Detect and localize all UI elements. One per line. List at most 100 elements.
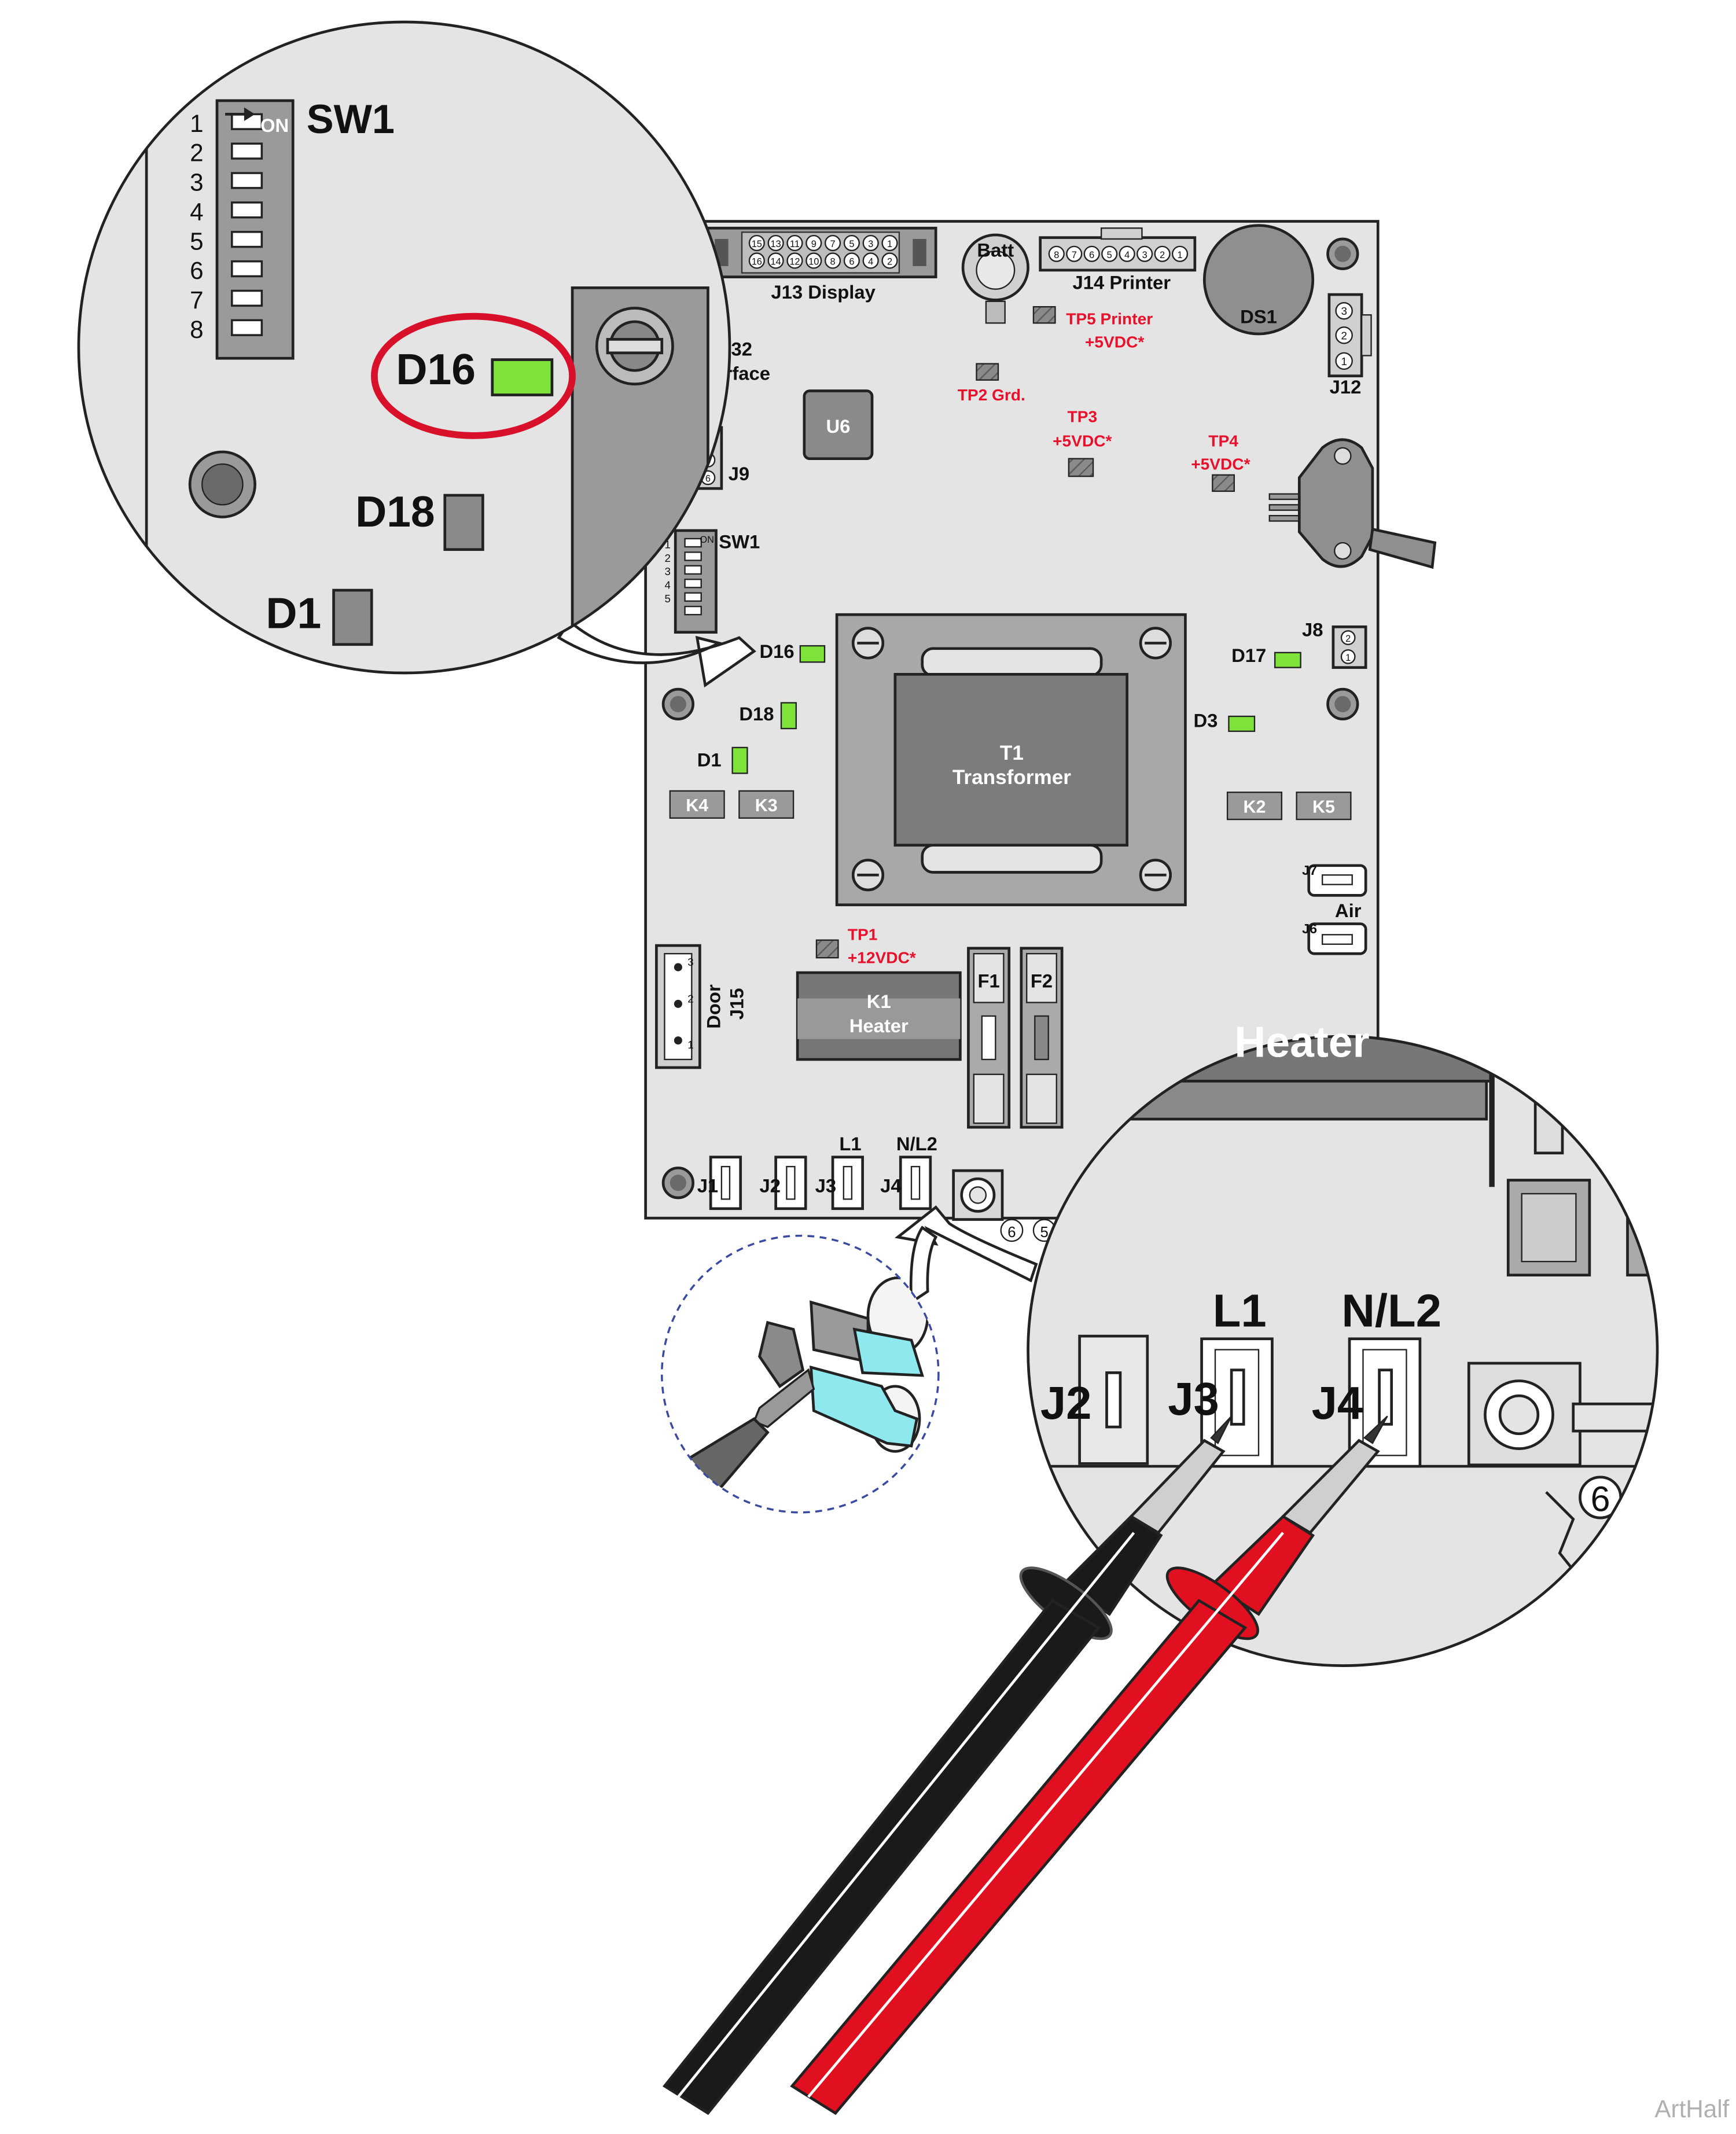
dip-switch-number: 4 bbox=[190, 198, 203, 225]
d16-label: D16 bbox=[760, 641, 795, 662]
sw1-dip-switch[interactable] bbox=[674, 529, 718, 634]
zoom-circle-sw1-d16 bbox=[77, 20, 731, 675]
sw1-position-3: 3 bbox=[664, 565, 670, 577]
sw1-position-4: 4 bbox=[664, 579, 670, 591]
dip-switch-toggle[interactable] bbox=[231, 201, 263, 219]
d18-led-zoomed bbox=[443, 494, 484, 551]
sw1-label: SW1 bbox=[719, 531, 760, 552]
tp5-test-point bbox=[1032, 306, 1056, 324]
j15-door-connector: 3 2 1 bbox=[655, 944, 701, 1069]
f1-label: F1 bbox=[977, 970, 999, 992]
ds1-buzzer-icon bbox=[1202, 224, 1315, 336]
t1-transformer bbox=[835, 613, 1187, 907]
battery-icon bbox=[961, 233, 1029, 324]
door-label: Door bbox=[703, 984, 724, 1029]
dip-switch-toggle[interactable] bbox=[231, 289, 263, 307]
tp3-voltage-label: +5VDC* bbox=[1053, 432, 1112, 450]
j14-pin-label: 5 bbox=[1107, 250, 1112, 260]
j8-connector: 2 1 bbox=[1332, 625, 1367, 669]
connector-pin-icon bbox=[1154, 245, 1171, 262]
connector-pin-icon bbox=[825, 252, 841, 269]
tp2-test-point bbox=[976, 363, 999, 381]
dip-switch-number: 3 bbox=[190, 169, 203, 196]
zoom-circle-j3-j4 bbox=[1027, 1035, 1659, 1667]
connector-pin-icon bbox=[786, 252, 803, 269]
dip-switch-toggle[interactable] bbox=[231, 319, 263, 336]
air-label: Air bbox=[1335, 900, 1362, 921]
d16-zoom-label: D16 bbox=[396, 345, 476, 393]
terminal-6-zoom-label: 6 bbox=[1591, 1479, 1610, 1518]
j15-pin-3: 3 bbox=[687, 956, 693, 968]
j12-label: J12 bbox=[1330, 376, 1362, 398]
j3-connector bbox=[831, 1156, 864, 1211]
dip-switch-toggle[interactable] bbox=[231, 172, 263, 189]
d18-label: D18 bbox=[739, 703, 774, 724]
dip-switch-toggle[interactable] bbox=[231, 142, 263, 160]
j2-connector-zoomed bbox=[1078, 1334, 1149, 1465]
j13-pin-label: 9 bbox=[811, 239, 816, 249]
tp1-test-point bbox=[815, 939, 839, 959]
j3-connector-zoomed bbox=[1200, 1337, 1274, 1468]
dip-switch-toggle[interactable] bbox=[231, 260, 263, 278]
d1-label: D1 bbox=[697, 749, 722, 771]
connector-pin-icon bbox=[862, 252, 879, 269]
k5-relay bbox=[1296, 792, 1352, 821]
sw1-on-label: ON bbox=[700, 535, 714, 545]
j13-pin-label: 7 bbox=[830, 239, 836, 249]
d1-zoom-label: D1 bbox=[266, 589, 321, 638]
terminal-detail-circle bbox=[660, 1234, 940, 1514]
zoom-pointer-arrow bbox=[557, 619, 756, 688]
pressure-sensor-icon bbox=[1268, 438, 1437, 569]
connector-pin-icon bbox=[806, 252, 822, 269]
d16-led bbox=[799, 645, 826, 663]
j13-display-label: J13 Display bbox=[771, 281, 876, 303]
f2-label: F2 bbox=[1031, 970, 1053, 992]
dip-switch-number: 8 bbox=[190, 316, 203, 343]
d1-led bbox=[731, 746, 748, 774]
dip-switch-number: 7 bbox=[190, 286, 203, 314]
j2-zoom-label: J2 bbox=[1040, 1377, 1092, 1429]
k2-label: K2 bbox=[1244, 797, 1266, 816]
sw1-position-5: 5 bbox=[664, 593, 670, 605]
tp3-label: TP3 bbox=[1068, 407, 1098, 425]
terminal-block bbox=[952, 1169, 1056, 1242]
k4-label: K4 bbox=[686, 796, 708, 815]
j14-pin-label: 2 bbox=[1160, 250, 1165, 260]
j13-pin-label: 11 bbox=[790, 239, 800, 249]
k1-label: K1 bbox=[867, 991, 891, 1012]
j13-pin-label: 2 bbox=[887, 257, 892, 267]
connector-pin-icon bbox=[843, 234, 860, 252]
k2-relay bbox=[1226, 792, 1283, 821]
connector-pin-icon bbox=[767, 252, 784, 269]
j13-pin-label: 6 bbox=[849, 257, 854, 267]
j13-pin-label: 3 bbox=[868, 239, 873, 249]
dip-switch-number: 2 bbox=[190, 139, 203, 167]
d17-led bbox=[1274, 652, 1301, 668]
j15-pin-2: 2 bbox=[687, 993, 693, 1005]
l1-label: L1 bbox=[839, 1133, 861, 1154]
j14-pin-label: 7 bbox=[1072, 250, 1077, 260]
j12-connector: 3 2 1 bbox=[1327, 293, 1372, 378]
j13-pin-label: 8 bbox=[830, 257, 836, 267]
k1-heater-relay bbox=[796, 971, 962, 1061]
connector-pin-icon bbox=[1083, 245, 1100, 262]
connector-pin-icon bbox=[843, 252, 860, 269]
mounting-hole-icon bbox=[661, 1167, 694, 1200]
dip-switch-toggle[interactable] bbox=[231, 231, 263, 248]
tp4-voltage-label: +5VDC* bbox=[1191, 455, 1250, 473]
connector-pin-icon bbox=[1119, 245, 1135, 262]
connector-pin-icon bbox=[881, 234, 898, 252]
j2-connector bbox=[774, 1156, 807, 1211]
k4-relay bbox=[669, 790, 725, 819]
d3-label: D3 bbox=[1194, 710, 1218, 731]
dip-switch-number: 6 bbox=[190, 257, 203, 284]
j8-pin-1: 1 bbox=[1345, 653, 1351, 663]
j13-pin-label: 4 bbox=[868, 257, 873, 267]
connector-pin-icon bbox=[748, 234, 765, 252]
j13-pin-label: 14 bbox=[771, 257, 781, 267]
j15-label: J15 bbox=[726, 988, 747, 1020]
mounting-hole-icon bbox=[188, 450, 256, 518]
